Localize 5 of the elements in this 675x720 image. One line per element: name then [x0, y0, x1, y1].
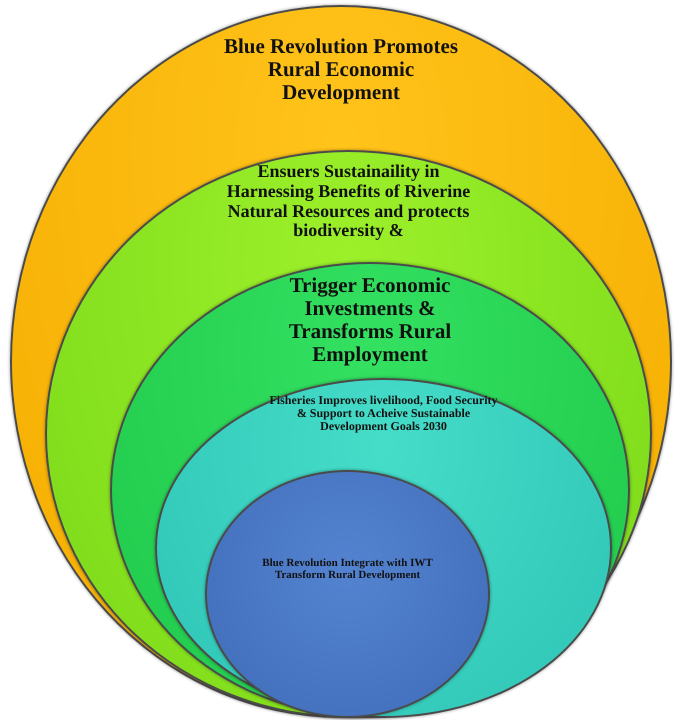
ellipse-label: Blue Revolution Integrate with IWT Transform Rural Development [261, 557, 434, 582]
ellipse-label: Ensuers Sustainaility in Harnessing Benefits of Riverine Natural Resources and protects biodiversity & [226, 162, 472, 242]
ellipse-label: Blue Revolution Promotes Rural Economic Development [222, 35, 460, 104]
ellipse-label: Fisheries Improves livelihood, Food Security & Support to Acheive Sustainable Development Goals 2030 [268, 394, 499, 434]
ellipse-label: Trigger Economic Investments & Transforms Rural Employment [288, 274, 452, 366]
